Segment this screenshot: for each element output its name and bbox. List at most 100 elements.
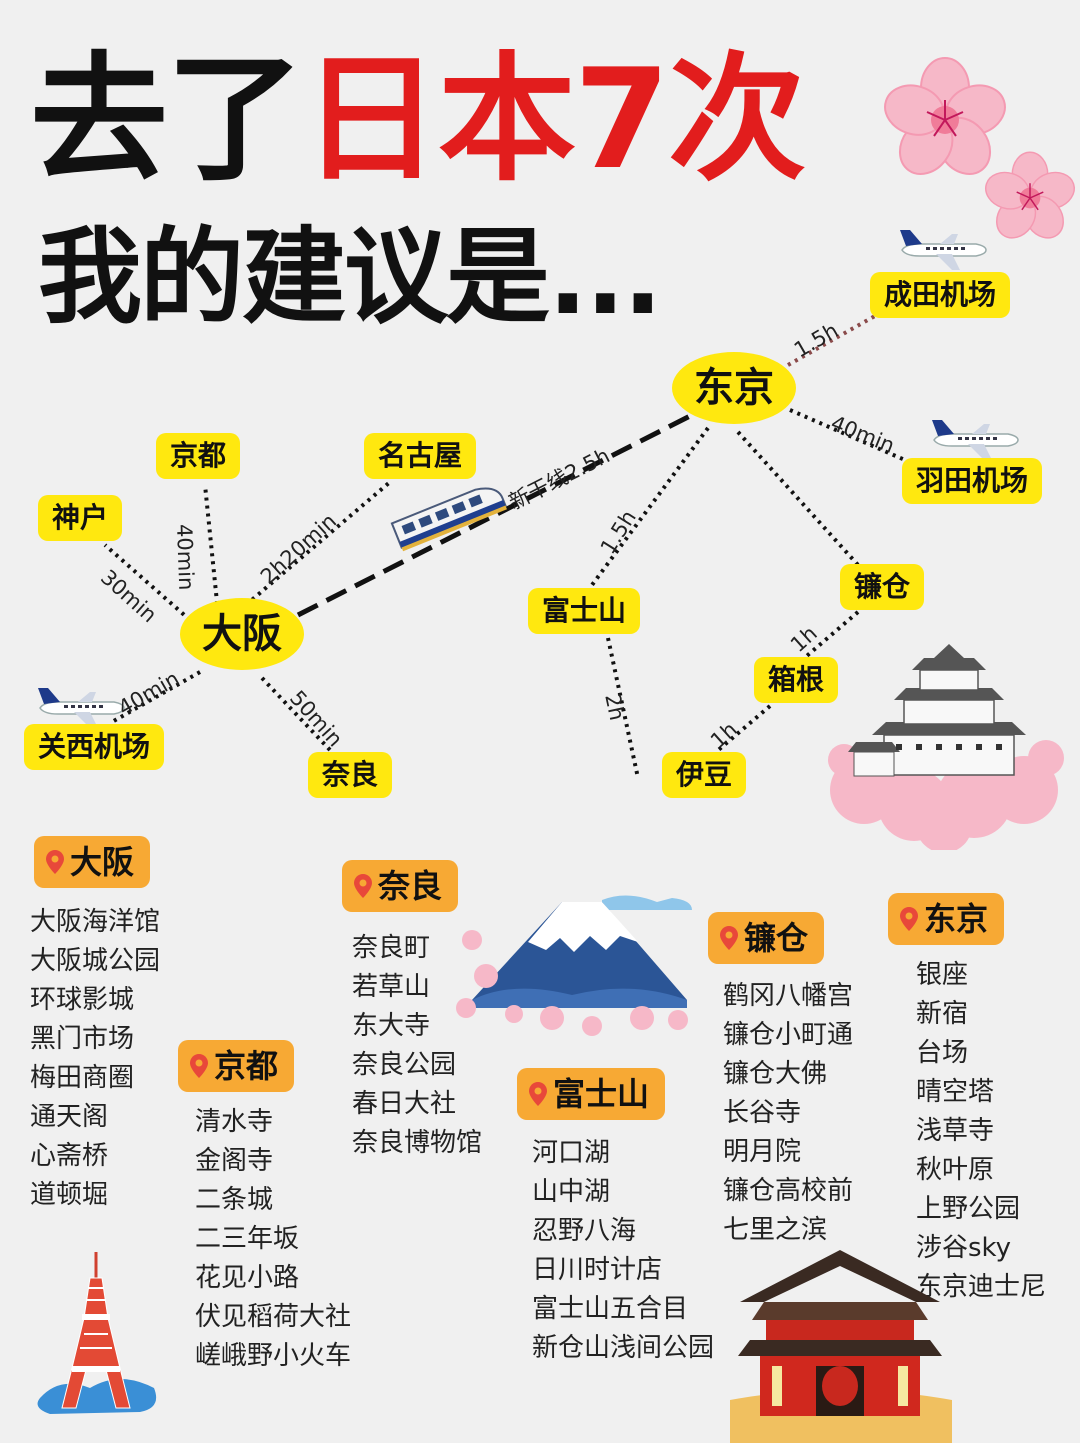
spot-item: 明月院 bbox=[723, 1137, 802, 1167]
spot-list-kamakura: 鹤冈八幡宫镰仓小町通镰仓大佛长谷寺明月院镰仓高校前七里之滨 bbox=[723, 977, 853, 1250]
spot-item: 新仓山浅间公园 bbox=[532, 1333, 715, 1363]
node-kansai-airport: 关西机场 bbox=[24, 724, 165, 770]
title-part1: 去了 bbox=[30, 39, 304, 200]
spot-item: 通天阁 bbox=[30, 1102, 109, 1132]
spot-item: 金阁寺 bbox=[195, 1146, 274, 1176]
main-title: 去了日本7次 bbox=[30, 39, 806, 200]
route-line-osaka-kobe bbox=[103, 543, 192, 622]
route-line-tokyo-haneda bbox=[789, 408, 906, 462]
spot-item: 涉谷sky bbox=[916, 1233, 1012, 1263]
spot-item: 河口湖 bbox=[532, 1138, 611, 1168]
spot-item: 环球影城 bbox=[30, 985, 135, 1015]
airplane-icon bbox=[38, 688, 125, 728]
node-osaka: 大阪 bbox=[180, 598, 304, 670]
location-pin-icon bbox=[46, 850, 64, 874]
spot-list-osaka: 大阪海洋馆大阪城公园环球影城黑门市场梅田商圈通天阁心斋桥道顿堀 bbox=[30, 903, 160, 1215]
section-title-nara: 奈良 bbox=[378, 867, 443, 905]
spot-item: 晴空塔 bbox=[916, 1077, 995, 1107]
spot-item: 花见小路 bbox=[195, 1263, 300, 1293]
sakura-flower-icon bbox=[985, 151, 1075, 239]
spot-item: 山中湖 bbox=[532, 1177, 611, 1207]
node-mount-fuji: 富士山 bbox=[528, 588, 641, 634]
spot-item: 二条城 bbox=[195, 1185, 274, 1215]
spot-item: 日川时计店 bbox=[532, 1255, 663, 1285]
subtitle: 我的建议是... bbox=[38, 216, 663, 338]
edge-label-osaka-kyoto: 40min bbox=[172, 523, 199, 591]
spot-item: 长谷寺 bbox=[723, 1098, 802, 1128]
location-pin-icon bbox=[720, 926, 738, 950]
spot-item: 镰仓高校前 bbox=[723, 1176, 854, 1206]
asakusa-temple-icon bbox=[730, 1250, 952, 1443]
himeji-castle-icon bbox=[828, 644, 1064, 850]
title-part2-red: 日本7次 bbox=[302, 39, 806, 200]
section-badge-nara: 奈良 bbox=[342, 860, 459, 912]
section-title-osaka: 大阪 bbox=[70, 843, 135, 881]
spot-item: 奈良町 bbox=[352, 933, 431, 963]
location-pin-icon bbox=[190, 1054, 208, 1078]
section-badge-fuji: 富士山 bbox=[517, 1068, 666, 1120]
node-tokyo: 东京 bbox=[672, 352, 796, 424]
tokyo-tower-icon bbox=[37, 1252, 157, 1414]
node-kamakura: 镰仓 bbox=[840, 564, 925, 610]
route-line-osaka-nagoya bbox=[238, 480, 392, 612]
route-line-tokyo-kamakura bbox=[736, 430, 860, 567]
spot-item: 七里之滨 bbox=[723, 1215, 828, 1245]
spot-item: 清水寺 bbox=[195, 1107, 274, 1137]
spot-item: 秋叶原 bbox=[916, 1155, 995, 1185]
spot-item: 奈良博物馆 bbox=[352, 1128, 483, 1158]
mount-fuji-icon bbox=[456, 895, 692, 1036]
spot-item: 若草山 bbox=[352, 972, 431, 1002]
section-title-fuji: 富士山 bbox=[553, 1075, 650, 1113]
spot-list-nara: 奈良町若草山东大寺奈良公园春日大社奈良博物馆 bbox=[352, 929, 482, 1163]
spot-item: 银座 bbox=[916, 960, 969, 990]
route-line-tokyo-narita bbox=[787, 310, 883, 367]
spot-item: 嵯峨野小火车 bbox=[195, 1341, 352, 1371]
spot-item: 伏见稻荷大社 bbox=[195, 1302, 352, 1332]
spot-list-kyoto: 清水寺金阁寺二条城二三年坂花见小路伏见稻荷大社嵯峨野小火车 bbox=[195, 1103, 351, 1376]
spot-item: 富士山五合目 bbox=[532, 1294, 689, 1324]
node-narita-airport: 成田机场 bbox=[870, 272, 1011, 318]
node-kobe: 神户 bbox=[38, 495, 123, 541]
location-pin-icon bbox=[529, 1082, 547, 1106]
node-hakone: 箱根 bbox=[754, 657, 839, 703]
spot-item: 道顿堀 bbox=[30, 1180, 109, 1210]
route-line-tokyo-fuji bbox=[590, 426, 710, 587]
section-title-tokyo: 东京 bbox=[924, 900, 989, 938]
spot-item: 大阪城公园 bbox=[30, 946, 161, 976]
section-title-kyoto: 京都 bbox=[214, 1047, 279, 1085]
section-badge-kyoto: 京都 bbox=[178, 1040, 295, 1092]
spot-item: 台场 bbox=[916, 1038, 969, 1068]
location-pin-icon bbox=[900, 907, 918, 931]
airplane-icon bbox=[932, 420, 1019, 460]
spot-item: 忍野八海 bbox=[532, 1216, 637, 1246]
route-line-osaka-nara bbox=[260, 676, 332, 752]
route-line-osaka-tokyo-shinkansen bbox=[296, 412, 694, 618]
spot-item: 奈良公园 bbox=[352, 1050, 457, 1080]
spot-list-fuji: 河口湖山中湖忍野八海日川时计店富士山五合目新仓山浅间公园 bbox=[532, 1134, 714, 1368]
section-title-kamakura: 镰仓 bbox=[744, 919, 809, 957]
location-pin-icon bbox=[354, 874, 372, 898]
node-haneda-airport: 羽田机场 bbox=[902, 458, 1043, 504]
edge-label-fuji-izu: 2h bbox=[600, 691, 630, 723]
route-line-osaka-kansai bbox=[111, 670, 201, 724]
sakura-flower-icon bbox=[884, 57, 1006, 175]
spot-item: 大阪海洋馆 bbox=[30, 907, 161, 937]
spot-item: 春日大社 bbox=[352, 1089, 457, 1119]
section-badge-osaka: 大阪 bbox=[34, 836, 151, 888]
route-line-osaka-kyoto bbox=[203, 484, 220, 613]
node-izu: 伊豆 bbox=[662, 752, 747, 798]
airplane-icon bbox=[900, 230, 987, 270]
node-kyoto: 京都 bbox=[156, 433, 241, 479]
spot-item: 浅草寺 bbox=[916, 1116, 995, 1146]
spot-item: 镰仓大佛 bbox=[723, 1059, 828, 1089]
section-badge-tokyo: 东京 bbox=[888, 893, 1005, 945]
spot-item: 鹤冈八幡宫 bbox=[723, 981, 854, 1011]
spot-item: 梅田商圈 bbox=[30, 1063, 135, 1093]
spot-item: 黑门市场 bbox=[30, 1024, 135, 1054]
spot-item: 二三年坂 bbox=[195, 1224, 300, 1254]
spot-item: 心斋桥 bbox=[30, 1141, 109, 1171]
node-nagoya: 名古屋 bbox=[364, 433, 477, 479]
